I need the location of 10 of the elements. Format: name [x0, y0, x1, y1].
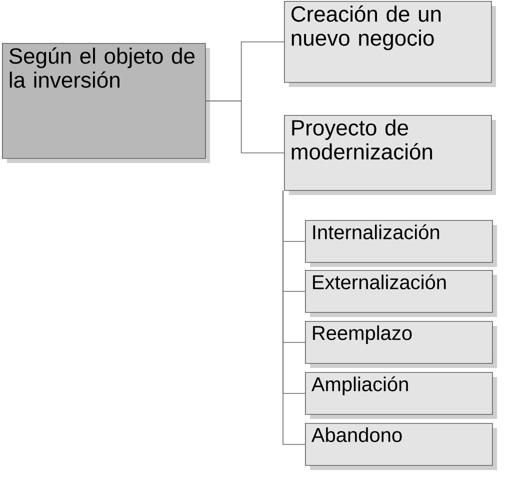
connector-line — [205, 100, 284, 154]
category-box: Reemplazo — [305, 321, 497, 368]
category-box: Internalización — [305, 220, 497, 267]
connector-line — [282, 190, 306, 445]
category-box: Externalización — [305, 270, 497, 317]
category-box: Abandono — [305, 423, 497, 470]
category-box: Ampliación — [305, 372, 497, 419]
category-box: Según el objeto de la inversión — [2, 43, 210, 163]
category-box: Creación de un nuevo negocio — [284, 1, 496, 87]
category-box: Proyecto de modernización — [284, 115, 496, 195]
